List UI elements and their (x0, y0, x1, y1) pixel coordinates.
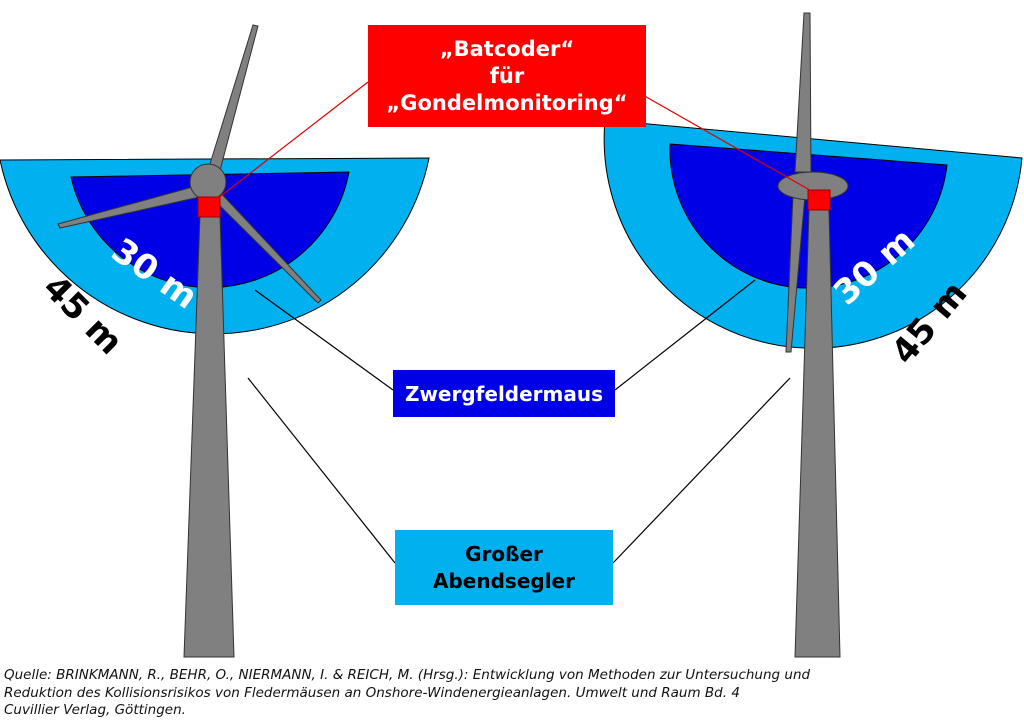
left-hub (189, 163, 227, 201)
left-batcoder-marker (197, 196, 221, 218)
caption-line: Quelle: BRINKMANN, R., BEHR, O., NIERMAN… (4, 667, 811, 683)
abendsegler-label-box: Großer Abendsegler (395, 530, 613, 605)
connector-lines (212, 81, 816, 564)
left-turbine-group: 30 m 45 m (0, 24, 430, 658)
batcoder-left-red-line (212, 81, 369, 203)
zwerg-right-line (614, 279, 756, 391)
caption-line: Reduktion des Kollisionsrisikos von Fled… (4, 684, 740, 701)
source-caption: Quelle: BRINKMANN, R., BEHR, O., NIERMAN… (4, 667, 1020, 720)
right-batcoder-marker (807, 189, 831, 211)
abendsegler-label-line: Großer (465, 541, 543, 566)
caption-line: Cuvillier Verlag, Göttingen. (4, 702, 186, 718)
right-turbine-group: 30 m 45 m (603, 12, 1023, 658)
zwergfledermaus-label: Zwergfeldermaus (404, 381, 604, 406)
left-blade-up (204, 24, 259, 181)
zwergfledermaus-label-box: Zwergfeldermaus (393, 370, 615, 417)
zwerg-left-line (254, 289, 394, 391)
batcoder-label-box: „Batcoder“ für „Gondelmonitoring“ (368, 25, 646, 127)
batcoder-label-line: „Gondelmonitoring“ (386, 90, 628, 115)
batcoder-label-line: „Batcoder“ (439, 36, 575, 61)
abendsegler-label-line: Abendsegler (433, 568, 575, 593)
abend-right-line (612, 377, 791, 564)
right-blade-up (794, 12, 812, 173)
batcoder-label-line: für (489, 63, 525, 88)
batcoder-right-red-line (619, 81, 816, 194)
abend-left-line (247, 377, 396, 564)
